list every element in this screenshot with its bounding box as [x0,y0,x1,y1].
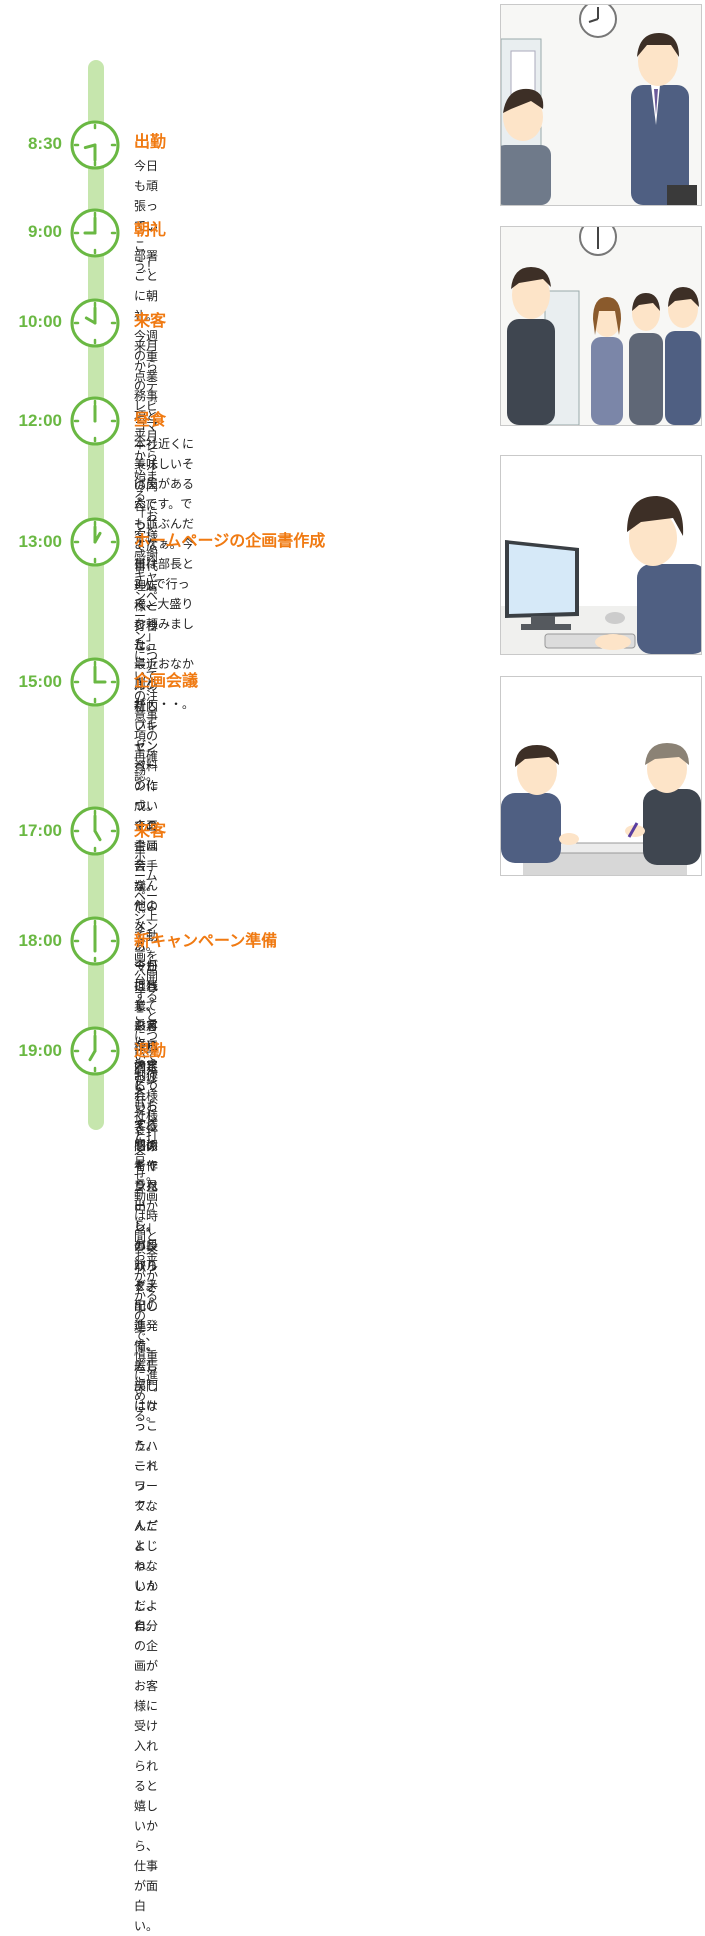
hour-hand [88,1049,97,1062]
clock-icon [70,517,120,567]
time-label: 10:00 [18,312,62,331]
clock-icon [70,657,120,707]
hour-hand [93,829,102,842]
entry-title: 来客 [134,821,167,840]
entry-title: 退勤 [134,1041,167,1060]
illustration-desk-work [500,455,702,655]
clock-icon [70,208,120,258]
entry-title: 新キャンペーン準備 [134,931,278,950]
entry-description: 今日も頑張っていこう！ [134,159,159,273]
entry-title: 企画会議 [134,671,199,690]
time-label: 8:30 [27,134,62,153]
time-label: 12:00 [18,411,62,430]
clock-icon [70,396,120,446]
clock-icon [70,298,120,348]
time-label: 19:00 [18,1041,62,1060]
time-label: 13:00 [18,532,62,551]
clock-icon [70,916,120,966]
entry-description: 部署ごとに朝礼。今週の重点業務事項と来月から始まる 「お客様感謝キャンペーン」に… [134,249,159,783]
entry-title: 来客 [134,311,167,330]
illustration-morning-meeting [500,226,702,426]
clock-icon [70,120,120,170]
time-label: 18:00 [18,931,62,950]
illustration-arrival [500,4,702,206]
illustration-planning-meeting [500,676,702,876]
time-label: 15:00 [18,672,62,691]
entry-description: 本社近くに美味しいそば屋があるんです。でも並ぶんだ よなぁ。今日は部長と3人で行… [134,437,195,711]
entry-title: 昼食 [134,410,167,429]
entry-title: ホームページの企画書作成 [134,531,326,550]
clock-icon [70,806,120,856]
time-label: 9:00 [27,222,62,241]
hour-hand [93,531,102,544]
entry-title: 朝礼 [134,220,167,239]
entry-title: 出勤 [134,132,167,151]
hour-hand [83,143,97,150]
hour-hand [84,316,97,325]
clock-icon [70,1026,120,1076]
entry-description: 来月からのテレビコマーシャルの内容について広告代 理店様と打合せ。 [134,339,159,653]
time-label: 17:00 [18,821,62,840]
entry-description: お疲れ様でした！ [134,1069,159,1143]
